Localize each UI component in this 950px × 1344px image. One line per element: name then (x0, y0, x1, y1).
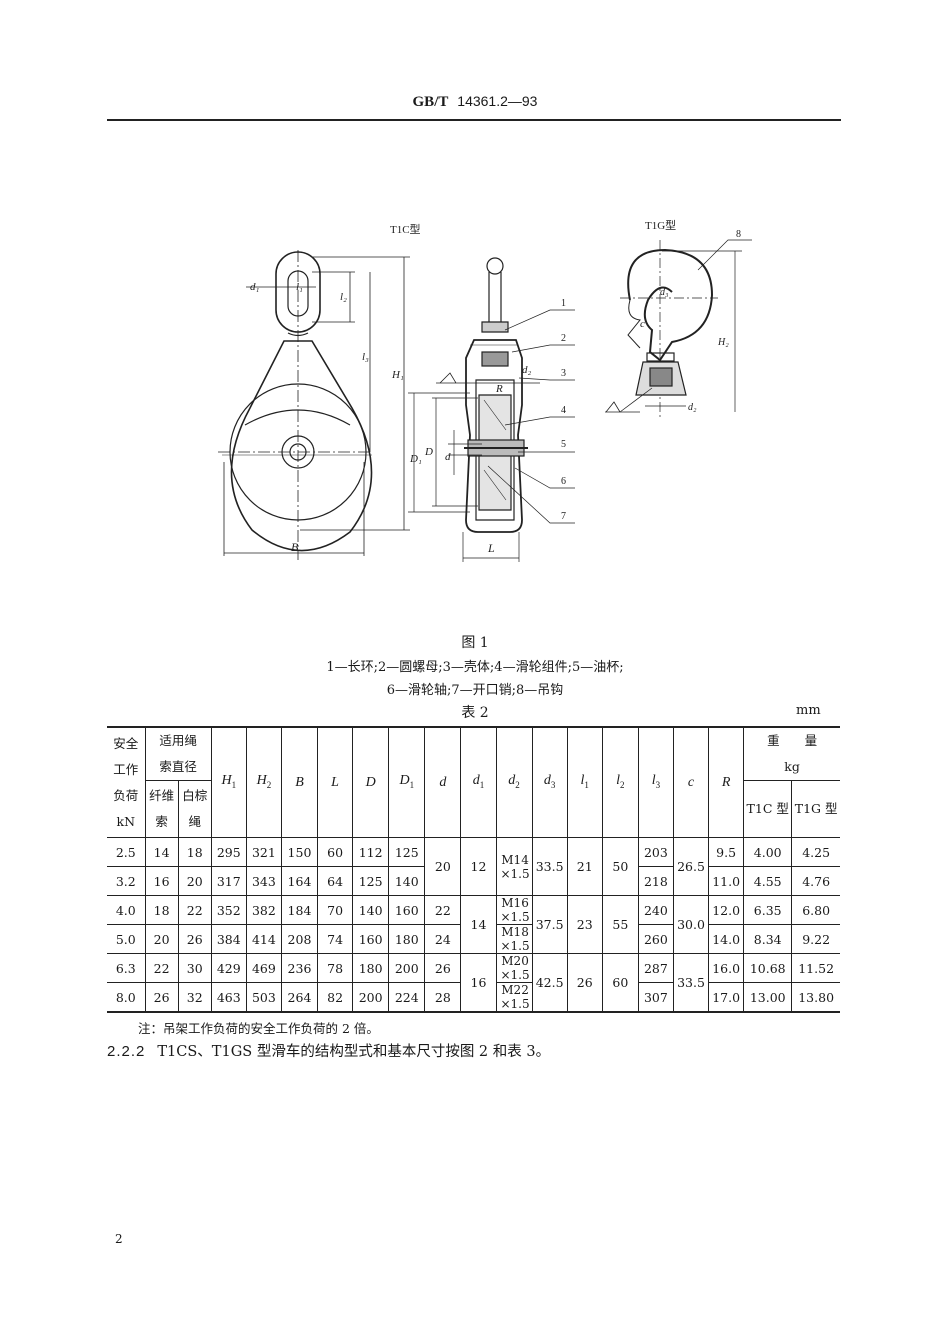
svg-text:T1G型: T1G型 (645, 218, 676, 232)
header-l3: l3 (637, 726, 674, 838)
label-t1c: T1C型 (390, 222, 421, 236)
svg-text:l₃: l₃ (362, 351, 369, 363)
header-d2: d2 (495, 726, 533, 838)
svg-text:d₁: d₁ (250, 281, 260, 293)
header-l2: l2 (601, 726, 639, 838)
header-rope-diameter: 适用绳索直径 (144, 726, 212, 781)
figure-legend-line-2: 6—滑轮轴;7—开口销;8—吊钩 (386, 683, 564, 698)
svg-text:2: 2 (561, 333, 566, 344)
svg-text:D₁: D₁ (409, 453, 422, 465)
svg-text:l₂: l₂ (340, 291, 347, 303)
header-c: c (672, 726, 710, 838)
svg-text:R: R (495, 383, 503, 395)
page-header: GB/T 14361.2—93 (0, 93, 950, 111)
svg-text:7: 7 (561, 511, 566, 522)
section-2-2-2: 2.2.2 T1CS、T1GS 型滑车的结构型式和基本尺寸按图 2 和表 3。 (107, 1040, 550, 1061)
header-rope-fiber: 纤维索 (144, 780, 179, 838)
figure-legend-line-1: 1—长环;2—圆螺母;3—壳体;4—滑轮组件;5—油杯; (326, 660, 624, 675)
svg-text:d₃: d₃ (660, 287, 669, 298)
header-D1: D1 (388, 726, 426, 838)
svg-text:d₂: d₂ (522, 364, 532, 376)
svg-text:d: d (445, 451, 451, 463)
t1c-front-view: d₁ l₁ l₂ l₃ H₁ B (218, 250, 410, 560)
header-d3: d3 (531, 726, 568, 838)
t1g-hook-view: T1G型 8 d₃ c H₂ d₂ (605, 218, 752, 420)
standard-prefix: GB/T (412, 94, 449, 110)
header-weight-t1c: T1C 型 (743, 780, 793, 838)
header-l1: l1 (566, 726, 603, 838)
figure-title: 图 1 (461, 635, 489, 651)
section-text: T1CS、T1GS 型滑车的结构型式和基本尺寸按图 2 和表 3。 (157, 1044, 551, 1060)
svg-text:3: 3 (561, 368, 566, 379)
header-weight-t1g: T1G 型 (791, 780, 840, 838)
header-rule (107, 119, 841, 121)
figure-1-drawing: T1C型 d₁ l₁ l₂ l₃ H₁ B (218, 218, 752, 562)
svg-text:1: 1 (561, 298, 566, 309)
svg-text:d₂: d₂ (688, 402, 697, 413)
svg-text:c: c (640, 318, 645, 330)
header-D: D (352, 726, 390, 838)
table-note: 注：吊架工作负荷的安全工作负荷的 2 倍。 (138, 1021, 379, 1036)
header-H2: H2 (245, 726, 282, 838)
header-L: L (317, 726, 354, 838)
svg-text:5: 5 (561, 439, 566, 450)
header-B: B (280, 726, 319, 838)
standard-number: 14361.2—93 (457, 93, 538, 109)
header-d1: d1 (460, 726, 497, 838)
table-unit: mm (796, 703, 821, 718)
svg-text:D: D (424, 446, 433, 458)
section-number: 2.2.2 (107, 1043, 146, 1060)
page-number: 2 (115, 1232, 123, 1246)
header-R: R (708, 726, 745, 838)
svg-text:B: B (291, 540, 299, 554)
t1c-section-view: D₁ D d d₂ R L 1 2 3 4 5 6 7 (408, 257, 575, 562)
svg-text:6: 6 (561, 476, 566, 487)
header-rope-palm: 白棕绳 (177, 780, 212, 838)
svg-text:l₁: l₁ (296, 281, 303, 293)
svg-text:H₂: H₂ (717, 337, 729, 348)
header-d: d (424, 726, 462, 838)
svg-text:L: L (487, 541, 495, 555)
svg-text:8: 8 (736, 229, 741, 240)
svg-text:4: 4 (561, 405, 566, 416)
svg-text:H₁: H₁ (391, 369, 404, 381)
header-H1: H1 (210, 726, 247, 838)
table-title: 表 2 (461, 705, 489, 721)
